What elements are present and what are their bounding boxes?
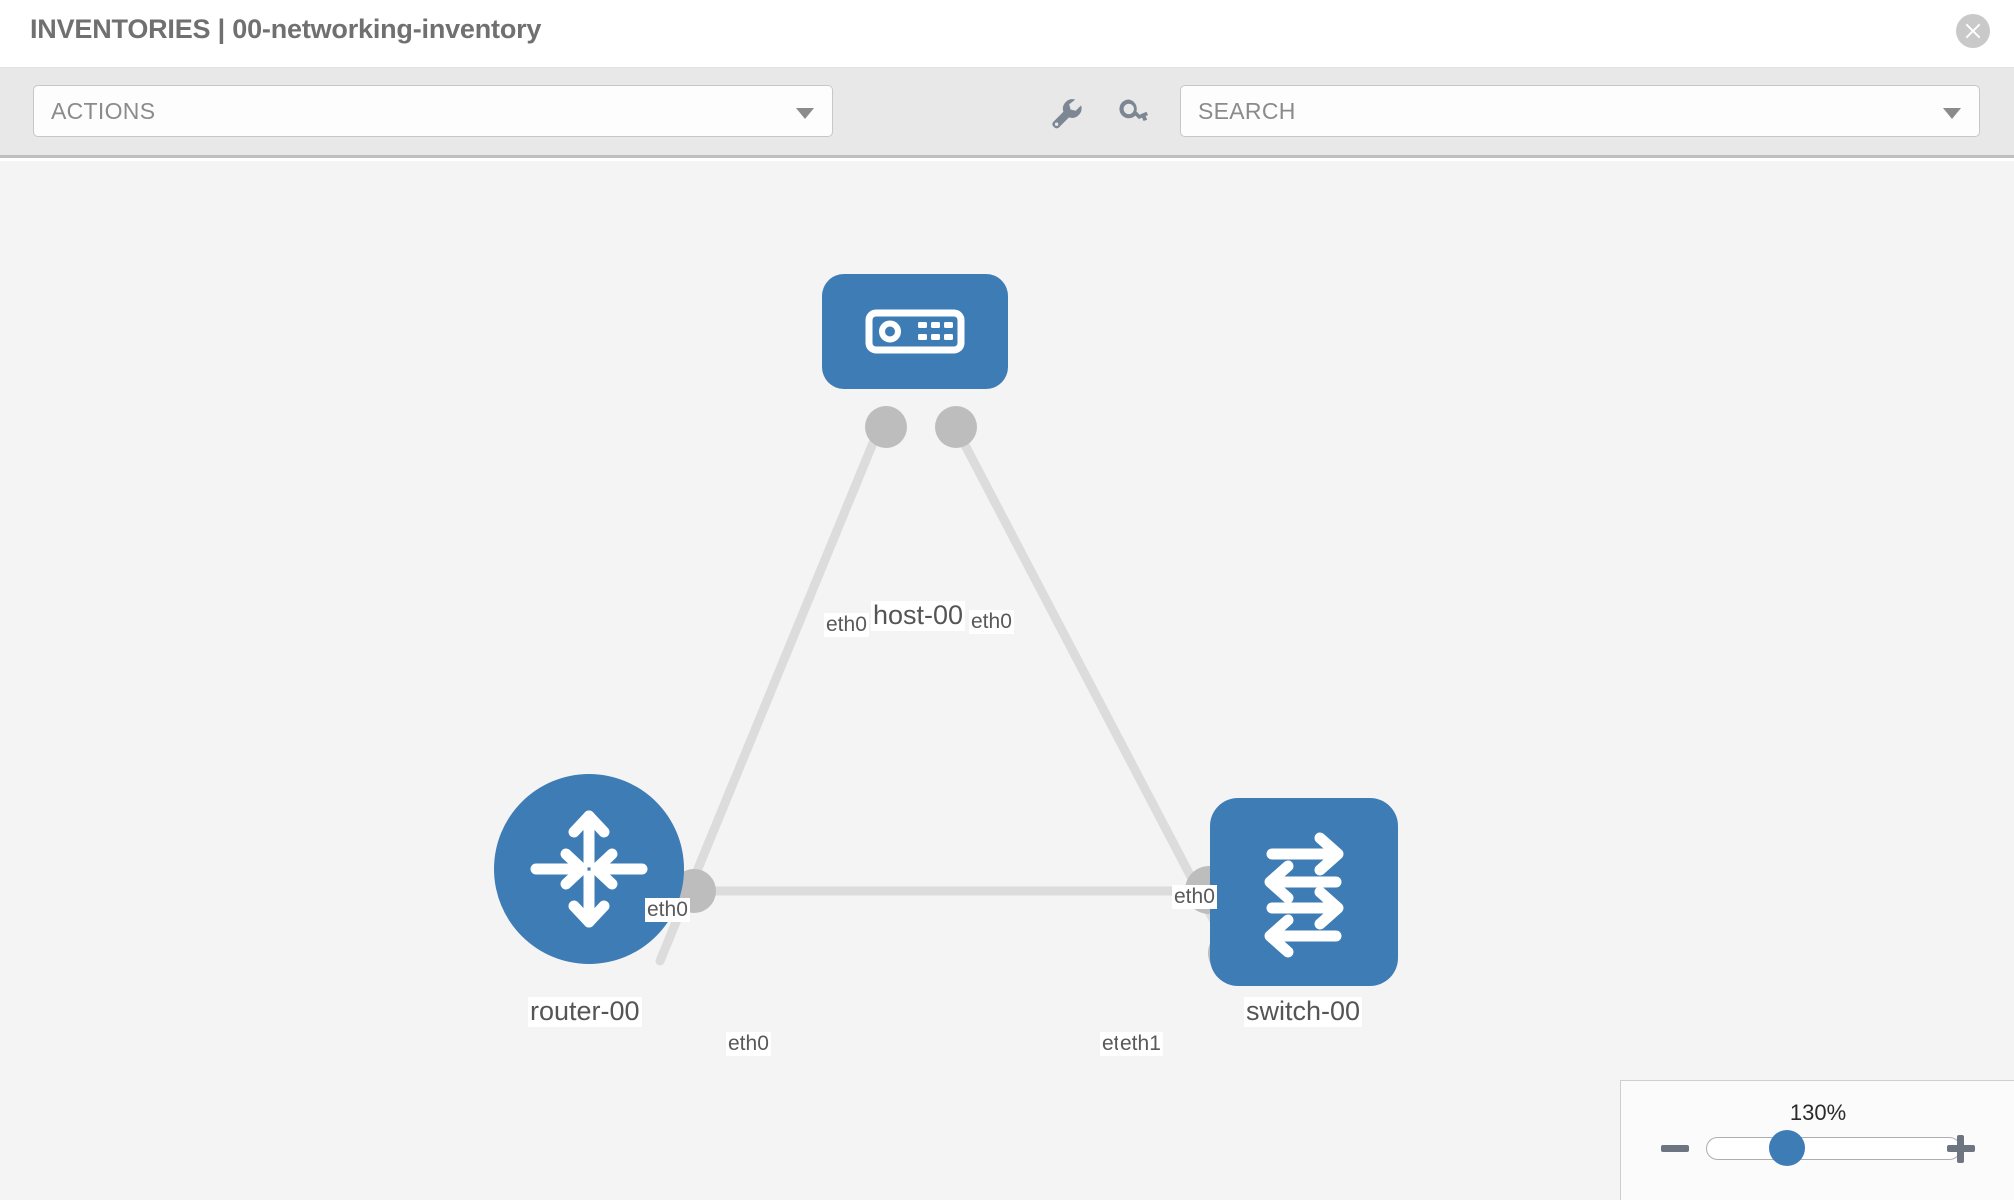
zoom-in-button[interactable]: [1944, 1131, 1978, 1165]
node-host-00-shape: [822, 274, 1008, 389]
router-arrows-icon: [494, 774, 684, 969]
interface-label-switch-left: eth1: [1118, 1032, 1163, 1057]
node-host-00-label: host-00: [871, 600, 966, 631]
actions-dropdown[interactable]: ACTIONS: [33, 85, 833, 137]
interface-label-router-right: eth0: [726, 1032, 771, 1057]
zoom-slider-thumb[interactable]: [1769, 1130, 1805, 1166]
zoom-out-button[interactable]: [1658, 1131, 1692, 1165]
node-switch-00[interactable]: [1210, 798, 1398, 986]
link-host00-switch00: [950, 421, 1240, 966]
switch-arrows-icon: [1210, 798, 1398, 991]
node-router-00[interactable]: [494, 774, 684, 964]
interface-label-host-right: eth0: [969, 610, 1014, 635]
chevron-down-icon: [1943, 108, 1961, 119]
interface-dot-host-left[interactable]: [865, 406, 907, 448]
wrench-icon[interactable]: [1046, 93, 1086, 133]
interface-label-host-left: eth0: [824, 613, 869, 638]
interface-dot-host-right[interactable]: [935, 406, 977, 448]
topology-canvas[interactable]: host-00: [0, 161, 2014, 1200]
close-icon[interactable]: [1956, 14, 1990, 48]
server-device-icon: [822, 274, 1008, 394]
node-router-00-label: router-00: [528, 996, 642, 1027]
interface-label-switch-left-overlap: et: [1100, 1032, 1122, 1057]
page-title: INVENTORIES | 00-networking-inventory: [30, 14, 542, 44]
node-switch-00-label: switch-00: [1244, 996, 1363, 1027]
actions-dropdown-label: ACTIONS: [51, 98, 156, 124]
chevron-down-icon: [796, 108, 814, 119]
zoom-control: 130%: [1620, 1080, 2014, 1200]
interface-label-switch-up: eth0: [1172, 885, 1217, 910]
page-header: INVENTORIES | 00-networking-inventory: [0, 0, 2014, 68]
zoom-percent-label: 130%: [1789, 1100, 1847, 1125]
search-input[interactable]: SEARCH: [1180, 85, 1980, 137]
node-switch-00-shape: [1210, 798, 1398, 986]
node-router-00-shape: [494, 774, 684, 964]
interface-label-router-up: eth0: [645, 898, 690, 923]
node-host-00[interactable]: [822, 274, 1008, 389]
zoom-slider-track[interactable]: [1706, 1137, 1961, 1160]
search-placeholder: SEARCH: [1198, 98, 1296, 124]
key-icon[interactable]: [1113, 93, 1153, 133]
